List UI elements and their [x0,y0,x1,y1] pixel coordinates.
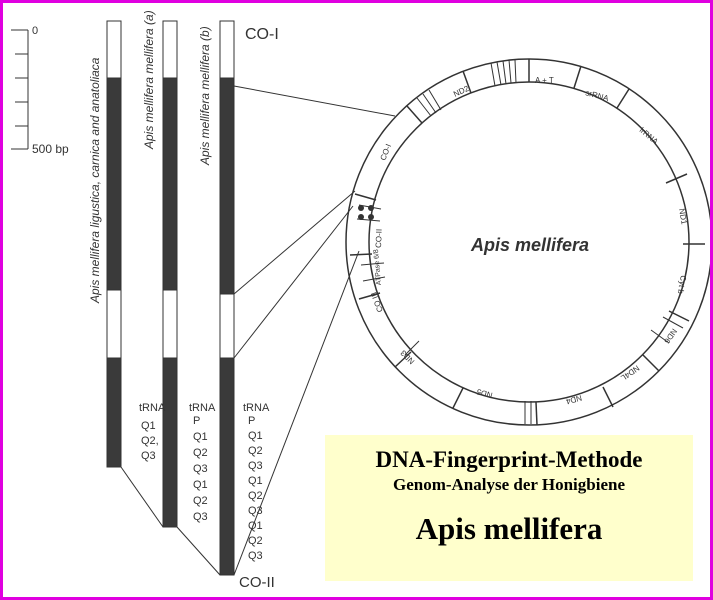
svg-text:tRNA: tRNA [189,402,216,414]
circle-center-label: Apis mellifera [470,235,589,255]
caption-title: DNA-Fingerprint-Methode [375,447,643,472]
svg-text:tRNA: tRNA [139,402,166,414]
column-2-bar [162,20,178,528]
svg-text:Q2,: Q2, [141,435,159,447]
co1-top-label: CO-I [245,26,279,43]
column-3-trna: tRNA P Q1 Q2 Q3 Q1 Q2 Q3 Q1 Q2 Q3 [243,402,270,562]
svg-text:Q1: Q1 [248,475,263,487]
caption-species: Apis mellifera [415,511,603,546]
column-1-bar [106,20,122,468]
svg-text:Q3: Q3 [193,511,208,523]
gene-label-a-t: A + T [535,76,554,85]
svg-text:Q3: Q3 [248,550,263,562]
gene-label-nd1: ND1 [677,208,689,226]
svg-text:Q1: Q1 [248,430,263,442]
column-3-bar [219,20,235,576]
gene-label-atpase: ATPase 6/8 [373,249,383,286]
column-1-trna: tRNA Q1 Q2, Q3 [139,402,166,462]
svg-text:Q3: Q3 [248,505,263,517]
caption-box: DNA-Fingerprint-Methode Genom-Analyse de… [325,435,693,581]
svg-text:Q2: Q2 [248,490,263,502]
svg-text:Q3: Q3 [141,450,156,462]
gene-label-co3: CO III [369,291,385,314]
gene-label-nd6: ND6 [662,327,679,346]
scale-bp-label: 500 bp [32,142,69,156]
gene-label-co2: CO-II [374,229,384,248]
svg-text:Q2: Q2 [248,445,263,457]
gene-label-srrna: srRNA [584,88,610,103]
svg-text:P: P [193,415,200,427]
svg-text:Q1: Q1 [248,520,263,532]
gene-label-co1: CO-I [379,143,394,162]
column-3-heading: Apis mellifera mellifera (b) [198,26,212,166]
mtdna-diagram: 0 500 bp Apis mellifera ligustica, carni… [11,10,710,591]
bar-connector-lines [120,85,396,576]
gene-label-nd5: ND5 [475,387,493,400]
scale-zero-label: 0 [32,25,38,37]
svg-text:P: P [248,415,255,427]
gene-label-nd3: ND3 [398,348,416,366]
svg-text:Q3: Q3 [248,460,263,472]
svg-text:Q2: Q2 [248,535,263,547]
svg-text:Q2: Q2 [193,495,208,507]
gene-label-cytb: Cyt b [676,275,688,295]
gene-label-lrrna: lrRNA [638,126,661,147]
svg-text:Q1: Q1 [193,431,208,443]
svg-text:Q1: Q1 [193,479,208,491]
gene-label-nd4: ND4 [564,393,582,406]
svg-text:Q2: Q2 [193,447,208,459]
svg-text:Q3: Q3 [193,463,208,475]
column-2-trna: tRNA P Q1 Q2 Q3 Q1 Q2 Q3 [189,402,216,523]
co2-bottom-label: CO-II [239,574,275,591]
caption-subtitle: Genom-Analyse der Honigbiene [392,475,626,494]
scale-ruler [11,29,29,150]
column-1-heading: Apis mellifera ligustica, carnica and an… [88,57,102,304]
column-2-heading: Apis mellifera mellifera (a) [142,10,156,150]
svg-text:tRNA: tRNA [243,402,270,414]
svg-text:Q1: Q1 [141,420,156,432]
circular-genome-map: Apis mellifera A + T srRNA lrRNA ND1 Cyt… [345,58,710,426]
